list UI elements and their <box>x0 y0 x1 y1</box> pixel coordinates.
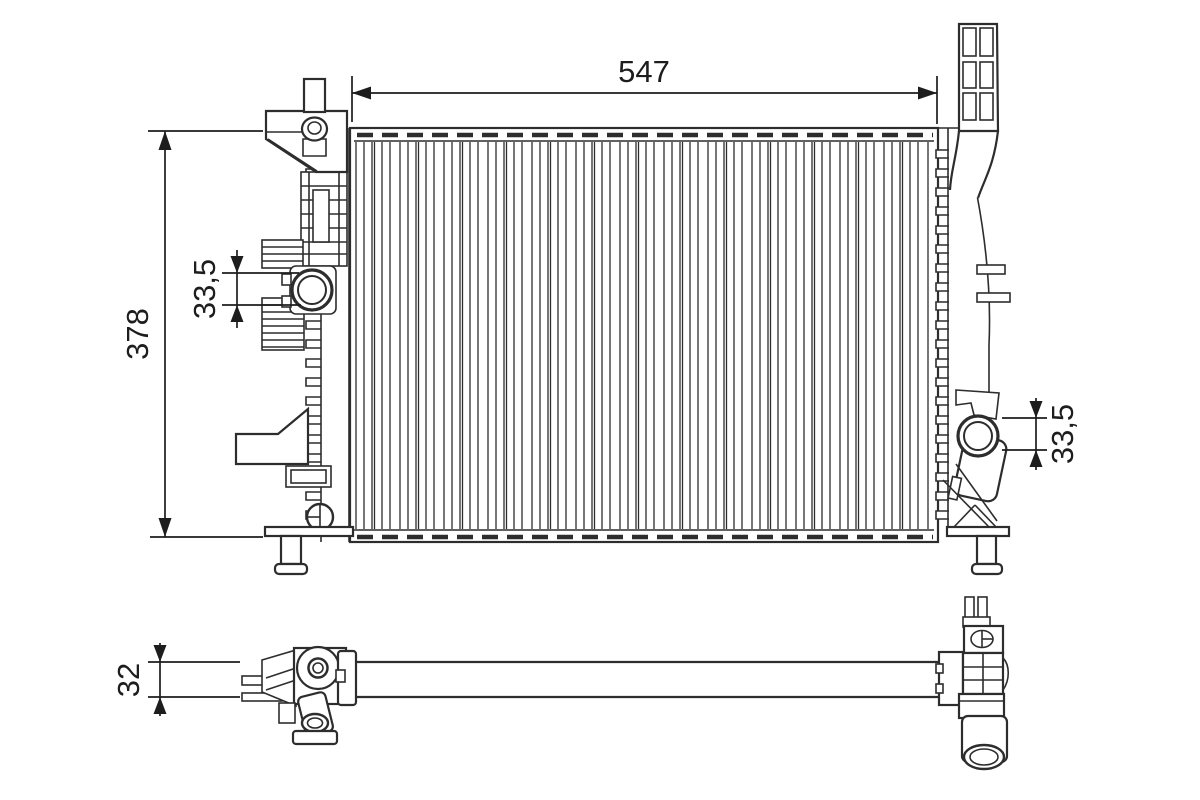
filler-cap <box>300 116 329 157</box>
dim-core-height: 378 <box>120 130 263 538</box>
side-left-bracket <box>261 648 297 708</box>
left-mounting-peg <box>279 534 303 566</box>
side-right-assembly <box>935 596 1010 771</box>
side-right-bulge <box>1002 657 1010 691</box>
front-view: 547 378 33,5 33,5 <box>120 22 1080 576</box>
dim-inlet-offset: 33,5 <box>187 250 301 328</box>
outlet-port <box>947 389 1008 503</box>
right-tank <box>935 22 1011 576</box>
filler-neck <box>302 77 327 114</box>
dim-inlet-arrow-down <box>230 256 244 273</box>
side-right-midsection <box>957 692 1006 720</box>
dim-32-arrow-up <box>153 697 167 714</box>
dim-core-height-label: 378 <box>120 308 155 360</box>
dim-depth-label: 32 <box>111 663 146 697</box>
dim-547-arrow-right <box>918 86 937 100</box>
dim-outlet-arrow-down <box>1029 401 1043 418</box>
dim-378-arrow-bottom <box>158 518 172 537</box>
side-right-notch-lower <box>935 683 944 694</box>
left-tank <box>234 77 355 576</box>
right-bottom-shelf <box>945 525 1011 538</box>
side-right-notch-upper <box>935 663 944 674</box>
dim-outlet-offset: 33,5 <box>1002 398 1080 470</box>
dim-outlet-offset-label: 33,5 <box>1045 404 1080 464</box>
dim-32-arrow-down <box>153 645 167 662</box>
dim-core-width-label: 547 <box>618 54 670 89</box>
radiator-core <box>348 126 940 544</box>
left-id-plate <box>285 465 332 488</box>
dim-depth: 32 <box>111 643 240 716</box>
dim-inlet-offset-label: 33,5 <box>187 259 222 319</box>
inlet-port <box>281 265 337 315</box>
core-fins-hatching <box>354 142 934 529</box>
side-left-assembly <box>241 645 358 746</box>
side-left-elbow <box>278 702 296 724</box>
dim-378-arrow-top <box>158 131 172 150</box>
side-left-foot <box>291 729 339 746</box>
side-view: 32 <box>111 596 1010 771</box>
dim-core-width: 547 <box>351 54 938 124</box>
left-bracket-fins-upper <box>261 239 304 269</box>
dim-inlet-arrow-up <box>230 305 244 322</box>
side-right-grid <box>961 651 1005 696</box>
side-left-end-cap <box>335 649 358 707</box>
side-left-pipe <box>297 691 334 737</box>
left-bottom-shelf <box>263 525 355 538</box>
right-peg-foot <box>970 562 1004 576</box>
right-lower-braces <box>942 463 998 529</box>
left-tank-upper-detail <box>300 171 348 267</box>
dim-outlet-arrow-up <box>1029 450 1043 467</box>
side-right-prongs <box>962 596 991 628</box>
lower-left-bracket <box>234 406 310 466</box>
left-peg-foot <box>273 562 309 576</box>
top-right-grid-bracket <box>948 22 1000 199</box>
right-tank-tab-upper <box>976 264 1006 275</box>
right-mounting-peg <box>975 534 998 566</box>
side-inlet-fitting <box>295 645 341 691</box>
side-outlet-pipe <box>960 714 1009 771</box>
side-right-cap-box <box>962 624 1005 655</box>
dim-547-arrow-left <box>352 86 371 100</box>
right-tank-tab-lower <box>976 292 1011 303</box>
